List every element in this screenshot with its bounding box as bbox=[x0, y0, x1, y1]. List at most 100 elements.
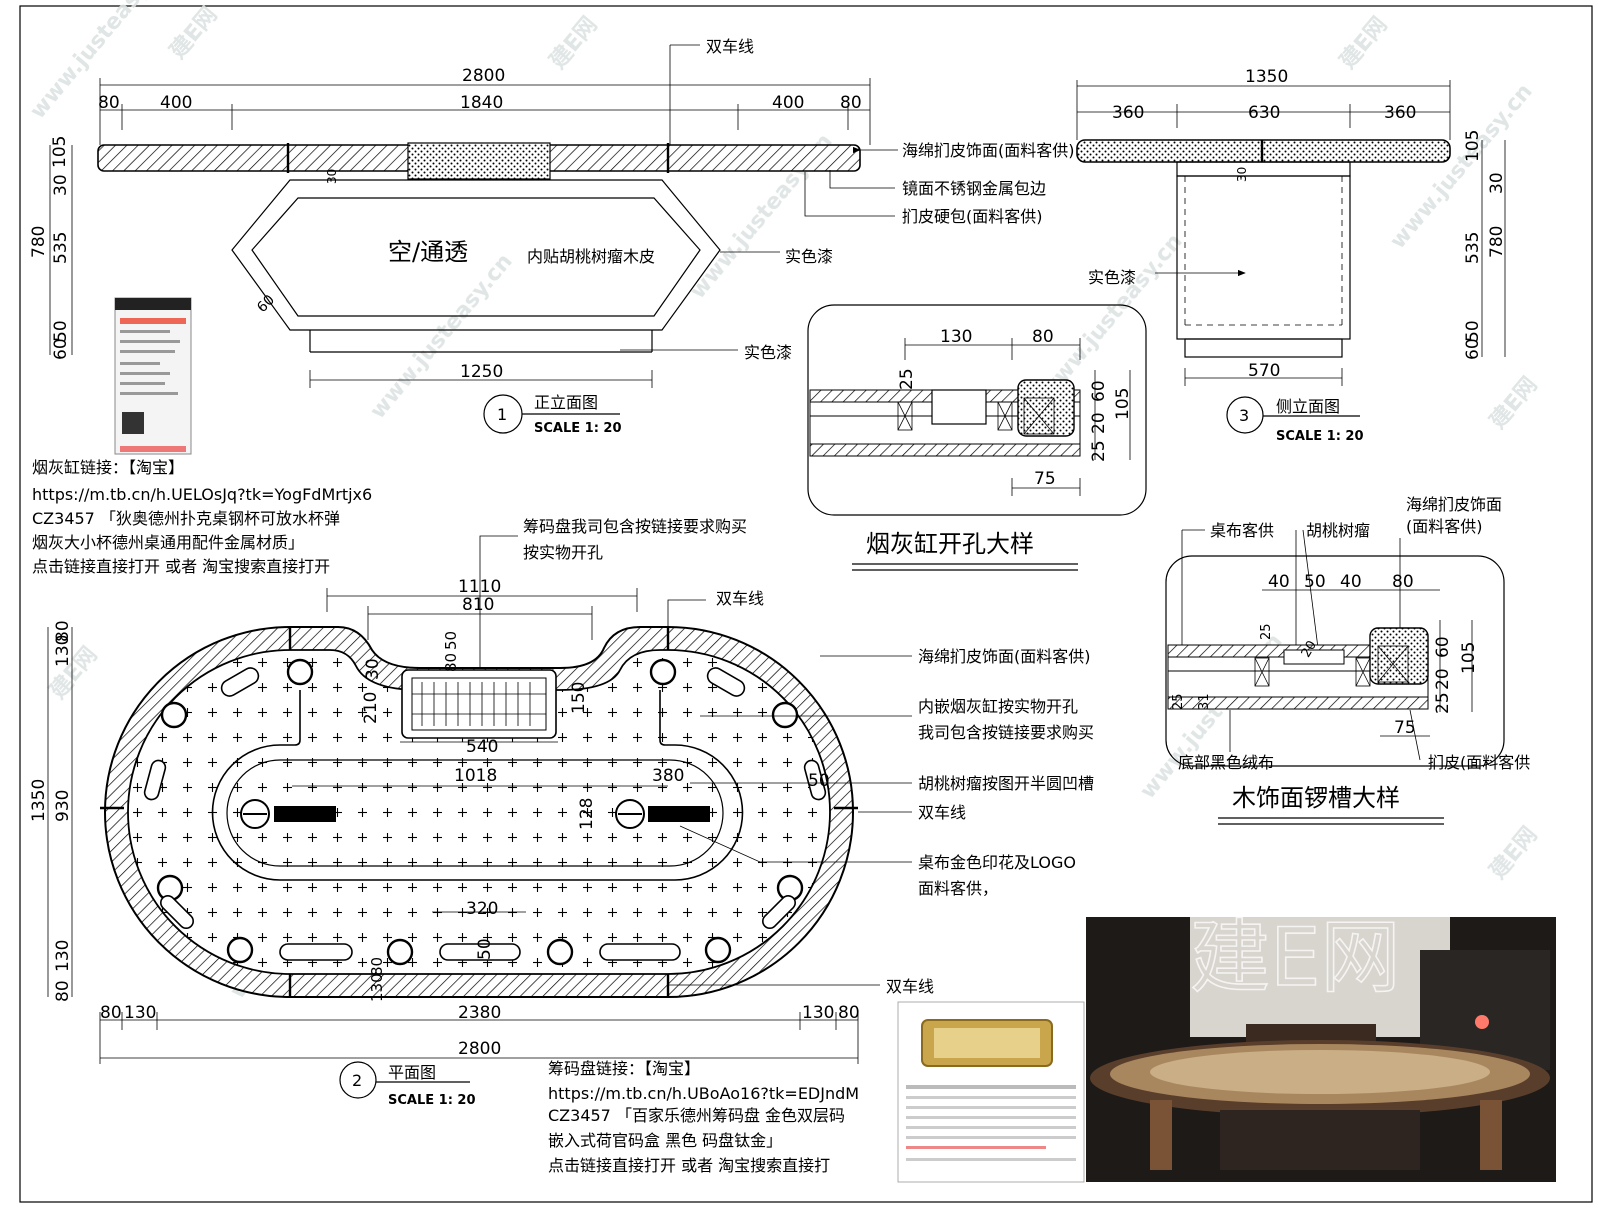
plan-dim-bottom-130a: 130 bbox=[124, 1003, 156, 1023]
side-body bbox=[1176, 175, 1351, 340]
ash-dim-75: 75 bbox=[1034, 469, 1056, 489]
label-walnut: 胡桃树瘤 bbox=[1306, 521, 1370, 540]
table-body-outline bbox=[231, 179, 721, 331]
wood-dim-40a: 40 bbox=[1268, 572, 1290, 592]
photo-watermark: 建E网 bbox=[1190, 911, 1401, 1004]
chip-tray bbox=[401, 669, 557, 739]
side-dim-right: 360 bbox=[1384, 103, 1416, 123]
callout-double-line: 双车线 bbox=[706, 37, 754, 56]
plan-view-number: 2 bbox=[352, 1071, 362, 1090]
plan-dim-50-bottom: 50 bbox=[475, 938, 495, 960]
callout-sponge: 海绵扪皮饰面(面料客供) bbox=[902, 141, 1075, 160]
side-view-scale: SCALE 1: 20 bbox=[1276, 429, 1364, 444]
plan-dim-210: 210 bbox=[361, 692, 381, 724]
armrest-slot bbox=[803, 759, 827, 801]
plan-dim-bottom-80a: 80 bbox=[100, 1003, 122, 1023]
side-view-title: 侧立面图 bbox=[1276, 397, 1340, 416]
side-dim-left: 360 bbox=[1112, 103, 1144, 123]
wood-dim-80: 80 bbox=[1392, 572, 1414, 592]
cup-holder bbox=[649, 658, 677, 686]
ashtray-detail: 130 80 25 60 20 25 105 75 烟灰缸开孔大样 bbox=[807, 304, 1147, 571]
plan-dim-540: 540 bbox=[466, 737, 498, 757]
armrest-slot bbox=[599, 943, 681, 961]
dim-right: 400 bbox=[772, 93, 804, 113]
dim-105: 105 bbox=[50, 136, 70, 168]
plan-dim-150: 150 bbox=[569, 682, 589, 714]
player-positions bbox=[143, 658, 827, 966]
wood-dim-50: 50 bbox=[1304, 572, 1326, 592]
dim-60: 60 bbox=[51, 338, 71, 360]
dim-50: 50 bbox=[51, 320, 71, 342]
label-cloth: 桌布客供 bbox=[1210, 521, 1274, 540]
callout-mirror: 镜面不锈钢金属包边 bbox=[902, 179, 1046, 198]
side-dim-inner-30: 30 bbox=[1235, 167, 1249, 182]
chip-tray-product-image bbox=[897, 1001, 1085, 1183]
armrest-slot bbox=[439, 943, 521, 961]
dim-30: 30 bbox=[51, 174, 71, 196]
dim-bottom-1250: 1250 bbox=[460, 362, 503, 382]
plan-dim-80-top: 80 bbox=[442, 653, 460, 672]
ash-dim-25a: 25 bbox=[897, 368, 917, 390]
view-title: 正立面图 bbox=[534, 393, 598, 412]
side-dim-780: 780 bbox=[1487, 226, 1507, 258]
plan-dim-1350: 1350 bbox=[29, 779, 49, 822]
chip-link-line-1: 筹码盘链接：【淘宝】 bbox=[548, 1059, 700, 1078]
plan-view-title: 平面图 bbox=[388, 1063, 436, 1082]
dim-center: 1840 bbox=[460, 93, 503, 113]
ashtray-link-line-4: 烟灰大小杯德州桌通用配件金属材质」 bbox=[32, 533, 304, 552]
plan-dim-810: 810 bbox=[462, 595, 494, 615]
side-dim-center: 630 bbox=[1248, 103, 1280, 123]
side-paint-label: 实色漆 bbox=[1088, 268, 1136, 287]
callout-paint: 实色漆 bbox=[785, 247, 833, 266]
watermark-brand: 建E网 bbox=[1485, 823, 1542, 884]
plan-dim-930: 930 bbox=[53, 790, 73, 822]
plan-callout-logo-1: 桌布金色印花及LOGO bbox=[918, 853, 1076, 872]
cup-holder bbox=[226, 936, 254, 964]
armrest-slot bbox=[160, 895, 194, 929]
plan-callout-double-2: 双车线 bbox=[918, 803, 966, 822]
ash-dim-60: 60 bbox=[1089, 380, 1109, 402]
armrest-slot bbox=[762, 895, 796, 929]
armrest-slot bbox=[706, 667, 746, 697]
dim-inner-30: 30 bbox=[325, 169, 339, 184]
wood-detail-title: 木饰面锣槽大样 bbox=[1232, 784, 1400, 812]
plan-dim-50: 50 bbox=[808, 771, 830, 791]
ashtray-link-url[interactable]: https://m.tb.cn/h.UELOsJq?tk=YogFdMrtjx6 bbox=[32, 485, 372, 504]
plan-callout-walnut: 胡桃树瘤按图开半圆凹槽 bbox=[918, 774, 1094, 793]
dim-angle-60: 60 bbox=[254, 292, 278, 316]
view-scale: SCALE 1: 20 bbox=[534, 421, 622, 436]
wood-dim-25a: 25 bbox=[1259, 623, 1274, 640]
wood-dim-25c: 25 bbox=[1433, 692, 1453, 714]
ashtray-link-line-5: 点击链接直接打开 或者 淘宝搜索直接打开 bbox=[32, 557, 330, 576]
plan-callout-ashtray-2: 我司包含按链接要求购买 bbox=[918, 723, 1094, 742]
cup-holder bbox=[286, 658, 314, 686]
plan-dim-1018: 1018 bbox=[454, 766, 497, 786]
cup-holder bbox=[704, 936, 732, 964]
wood-dim-20s: 20 bbox=[1299, 638, 1320, 660]
plan-dim-bottom-2380: 2380 bbox=[458, 1003, 501, 1023]
ash-dim-25b: 25 bbox=[1089, 440, 1109, 462]
sheet-border bbox=[19, 5, 1593, 1203]
chip-note-1: 筹码盘我司包含按链接要求购买 bbox=[523, 517, 747, 536]
table-render-photo: 建E网 bbox=[1086, 910, 1556, 1182]
hollow-label: 空/通透 bbox=[388, 238, 468, 266]
wood-dim-105: 105 bbox=[1459, 642, 1479, 674]
dim-535: 535 bbox=[51, 232, 71, 264]
side-dim-total: 1350 bbox=[1245, 67, 1288, 87]
dim-left-edge: 80 bbox=[98, 93, 120, 113]
plan-dim-320: 320 bbox=[466, 899, 498, 919]
label-sponge: 海绵扪皮饰面 bbox=[1406, 495, 1502, 514]
watermark-brand: 建E网 bbox=[1335, 13, 1392, 74]
cup-holder bbox=[160, 701, 188, 729]
plan-callout-double-3: 双车线 bbox=[886, 977, 934, 996]
plan-dim-80-left: 80 bbox=[53, 620, 73, 642]
cup-holder bbox=[771, 701, 799, 729]
chip-link-url[interactable]: https://m.tb.cn/h.UBoAo16?tk=EDJndM bbox=[548, 1084, 859, 1103]
chip-link-block: 筹码盘链接：【淘宝】 https://m.tb.cn/h.UBoAo16?tk=… bbox=[548, 1059, 859, 1175]
wood-dim-60: 60 bbox=[1433, 636, 1453, 658]
watermark-brand: 建E网 bbox=[165, 3, 222, 64]
plan-dim-bottom-130b: 130 bbox=[802, 1003, 834, 1023]
side-dim-535: 535 bbox=[1463, 232, 1483, 264]
wood-dim-75: 75 bbox=[1394, 718, 1416, 738]
ash-dim-130: 130 bbox=[940, 327, 972, 347]
